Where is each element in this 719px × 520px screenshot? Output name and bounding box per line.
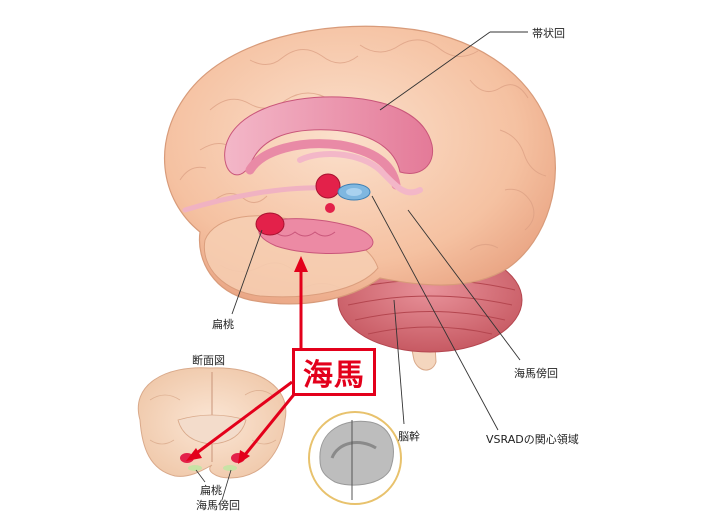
inset-leader-lines — [195, 469, 232, 501]
label-mini-amygdala: 扁桃 — [200, 484, 222, 497]
hippocampus-callout: 海馬 — [292, 348, 376, 396]
sagittal-inset — [308, 411, 402, 505]
amygdala-shape — [255, 212, 285, 236]
fornix-shape — [182, 139, 423, 213]
label-cingulate: 帯状回 — [532, 27, 565, 40]
label-amygdala: 扁桃 — [212, 318, 234, 331]
hippocampus-callout-text: 海馬 — [303, 358, 365, 393]
thalamus-shape — [315, 173, 341, 213]
cerebrum-shape — [163, 25, 556, 305]
coronal-section — [137, 367, 287, 479]
section-arrows — [186, 380, 298, 464]
label-parahippocampal: 海馬傍回 — [514, 367, 558, 380]
label-vsrad: VSRADの関心領域 — [486, 433, 579, 446]
label-mini-parahippocampal: 海馬傍回 — [196, 499, 240, 512]
hippocampus-arrow — [294, 256, 308, 348]
leader-lines — [231, 31, 528, 431]
label-brainstem: 脳幹 — [398, 430, 420, 443]
hippocampus-shape — [258, 218, 374, 254]
vsrad-roi-shape — [337, 183, 371, 201]
label-section: 断面図 — [192, 354, 225, 367]
